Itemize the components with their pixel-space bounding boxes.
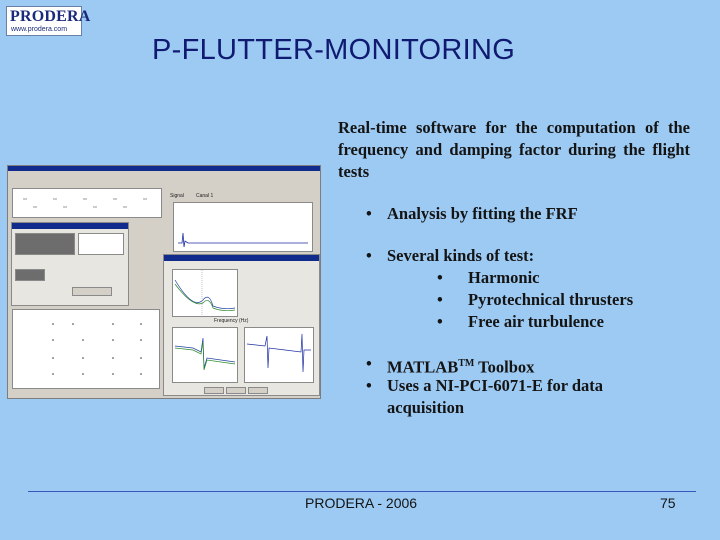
frf-phase-plot: [172, 327, 238, 383]
intro-paragraph: Real-time software for the computation o…: [338, 118, 690, 181]
frf-time-svg: [246, 333, 311, 373]
main-menubar: [8, 171, 320, 185]
bullet-text: Harmonic: [468, 268, 540, 287]
frf-phase-svg: [174, 337, 236, 371]
main-window-titlebar: [8, 166, 320, 171]
bullet-text: Several kinds of test:: [387, 246, 535, 265]
settings-list: [15, 233, 75, 255]
matlab-word: MATLAB: [387, 357, 459, 377]
settings-titlebar: [12, 223, 128, 229]
frf-button-2: [226, 387, 246, 394]
bullet-dot: •: [437, 268, 443, 287]
bullet-text: Free air turbulence: [468, 312, 604, 331]
bullet-dot: •: [366, 354, 372, 373]
slide-title: P-FLUTTER-MONITORING: [152, 34, 516, 66]
frf-button-3: [248, 387, 268, 394]
bullet-dot: •: [437, 290, 443, 309]
logo-url: www.prodera.com: [11, 26, 68, 33]
toolbox-word: Toolbox: [474, 357, 535, 377]
settings-button: [72, 287, 112, 296]
company-logo: PRODERA www.prodera.com: [6, 6, 90, 36]
settings-field: [15, 269, 45, 281]
frf-magnitude-svg: [174, 270, 236, 316]
bottom-left-plot: [12, 309, 160, 389]
trademark-sup: TM: [458, 358, 475, 369]
bullet-text: Analysis by fitting the FRF: [387, 204, 578, 223]
footer-text: PRODERA - 2006: [305, 495, 418, 511]
frf-button-1: [204, 387, 224, 394]
frequency-axis-label: Frequency (Hz): [214, 318, 249, 324]
logo-name: PRODERA: [10, 8, 91, 25]
footer-divider: [28, 491, 696, 492]
top-left-plot-svg: [23, 198, 147, 208]
page-number: 75: [660, 495, 676, 511]
canal-label: Canal 1: [196, 193, 214, 199]
bullet-dot: •: [366, 246, 372, 265]
bullet-text: MATLABTM Toolbox: [387, 353, 534, 379]
bullet-dot: •: [366, 376, 372, 395]
settings-window: [11, 222, 129, 306]
bullet-text: acquisition: [387, 398, 465, 417]
bullet-dot: •: [437, 312, 443, 331]
signal-label: Signal: [170, 193, 184, 199]
top-left-plot: [12, 188, 162, 218]
frf-window: Frequency (Hz): [163, 254, 320, 396]
settings-values: [78, 233, 124, 255]
bottom-left-plot-svg: [52, 323, 142, 375]
bullet-text: Uses a NI-PCI-6071-E for data: [387, 376, 604, 395]
bullet-dot: •: [366, 204, 372, 223]
frf-titlebar: [164, 255, 319, 261]
signal-plot: [173, 202, 313, 252]
frf-magnitude-plot: [172, 269, 238, 317]
software-screenshot: Signal Canal 1 Frequency (Hz): [7, 165, 321, 399]
frf-time-plot: [244, 327, 314, 383]
bullet-text: Pyrotechnical thrusters: [468, 290, 634, 309]
signal-plot-svg: [178, 232, 308, 248]
